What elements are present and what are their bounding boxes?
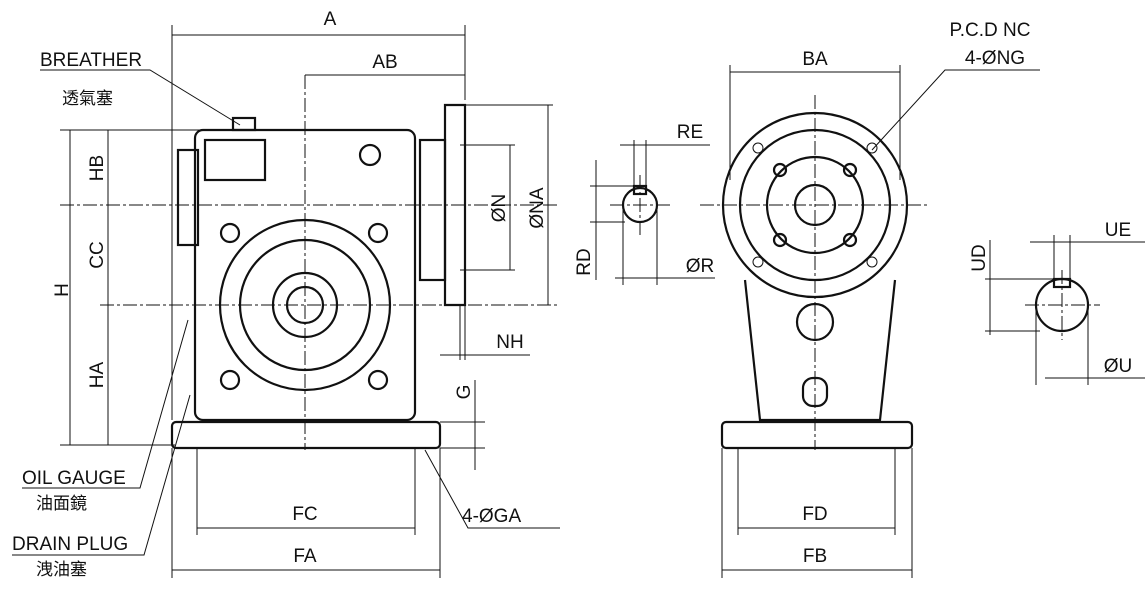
breather-label-zh: 透氣塞 xyxy=(62,89,113,109)
dim-NA: ØNA xyxy=(527,187,548,229)
front-view xyxy=(60,75,560,450)
oil-gauge-label-zh: 油面鏡 xyxy=(36,494,87,514)
dim-FB: FB xyxy=(803,546,827,567)
dim-BA: BA xyxy=(802,49,828,70)
dim-NG: 4-ØNG xyxy=(965,48,1025,69)
dim-A: A xyxy=(324,9,337,30)
dim-FD: FD xyxy=(802,504,827,525)
breather-label: BREATHER xyxy=(40,50,142,71)
dim-R: ØR xyxy=(686,256,715,277)
dim-U: ØU xyxy=(1104,356,1133,377)
dim-G: G xyxy=(454,385,475,400)
dim-N: ØN xyxy=(489,194,510,223)
dim-pcd: P.C.D NC xyxy=(950,20,1031,41)
dim-H: H xyxy=(52,283,73,297)
callouts: BREATHER 透氣塞 OIL GAUGE 油面鏡 DRAIN PLUG 洩油… xyxy=(12,50,241,580)
side-dimensions: BA P.C.D NC 4-ØNG FD FB xyxy=(721,20,1040,578)
dim-HA: HA xyxy=(87,361,108,388)
oil-gauge-label: OIL GAUGE xyxy=(22,468,126,489)
output-shaft-section: UE UD ØU xyxy=(969,220,1145,385)
dim-AB: AB xyxy=(372,52,397,73)
dim-RE: RE xyxy=(677,122,703,143)
dim-RD: RD xyxy=(574,248,595,275)
dim-UE: UE xyxy=(1105,220,1131,241)
dim-FA: FA xyxy=(293,546,317,567)
dim-UD: UD xyxy=(969,244,990,271)
front-dimensions: A AB H HB CC HA ØN ØNA NH G FC FA 4-ØGA xyxy=(52,9,560,578)
dim-HB: HB xyxy=(87,155,108,181)
breather-plug xyxy=(231,116,257,132)
dim-FC: FC xyxy=(292,504,317,525)
side-view xyxy=(700,95,930,450)
drain-plug-label: DRAIN PLUG xyxy=(12,534,128,555)
dim-GA: 4-ØGA xyxy=(462,506,521,527)
dim-NH: NH xyxy=(496,332,523,353)
input-shaft-section: RE RD ØR xyxy=(574,122,715,285)
dim-CC: CC xyxy=(87,241,108,268)
drain-plug-label-zh: 洩油塞 xyxy=(36,560,87,580)
